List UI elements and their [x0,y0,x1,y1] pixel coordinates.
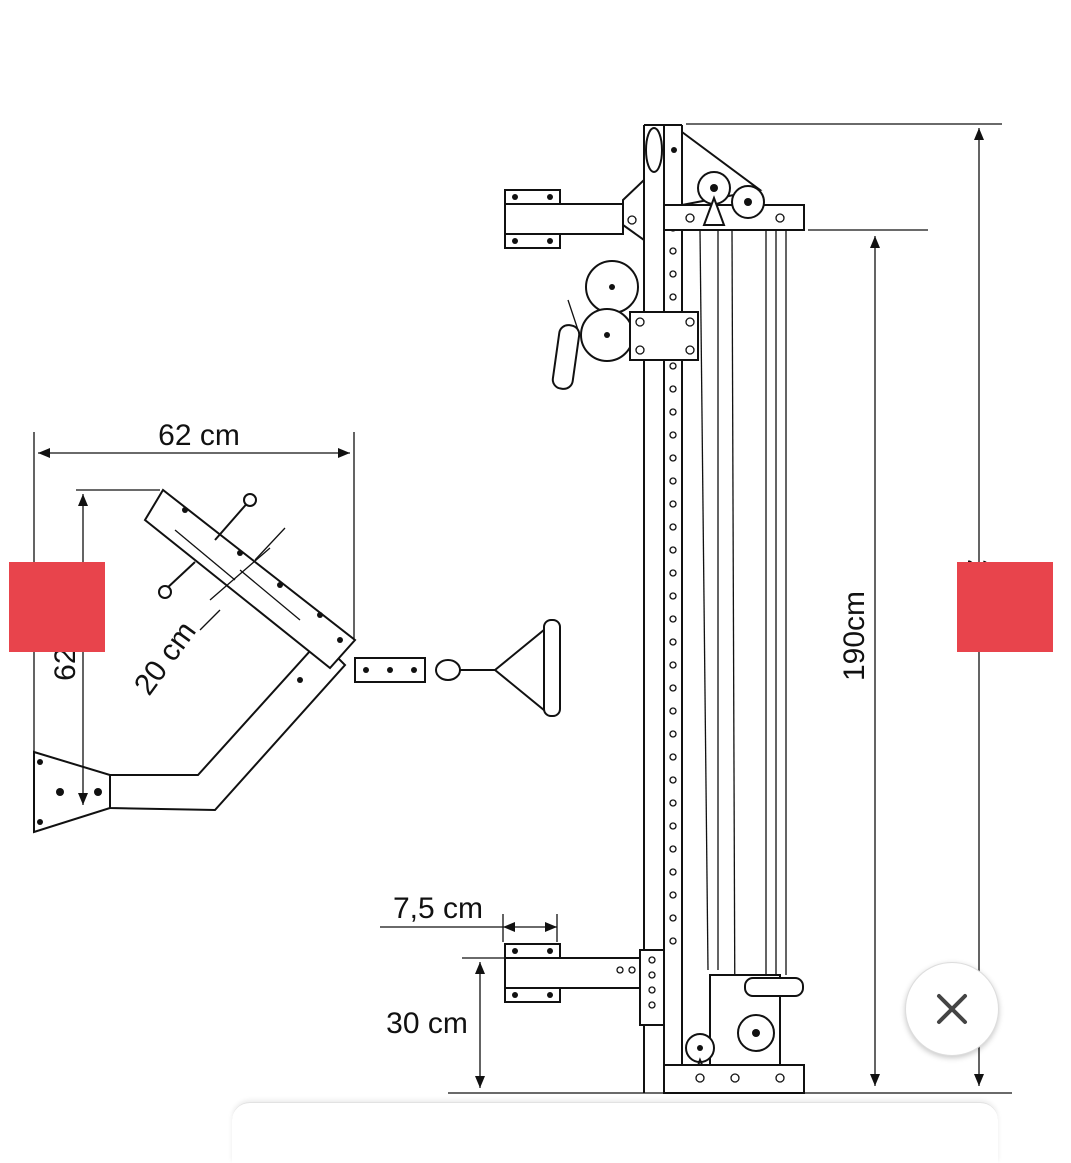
next-image-button[interactable] [957,562,1053,652]
bottom-sheet[interactable] [232,1102,998,1163]
prev-image-button[interactable] [9,562,105,652]
dim-arm-width: 62 cm [158,419,240,452]
swing-arm [33,488,561,834]
main-column [504,124,805,1094]
dim-column-height: 190cm [838,591,871,681]
dim-foot-height: 30 cm [386,1007,468,1040]
close-button[interactable] [905,962,999,1056]
close-icon [937,994,967,1024]
dim-arm-step: 20 cm [128,616,203,701]
equipment-diagram: 62 cm 62 cm 20 cm 190cm 214cm 7,5 cm 30 … [33,123,1012,1094]
dim-foot-width: 7,5 cm [393,892,483,925]
